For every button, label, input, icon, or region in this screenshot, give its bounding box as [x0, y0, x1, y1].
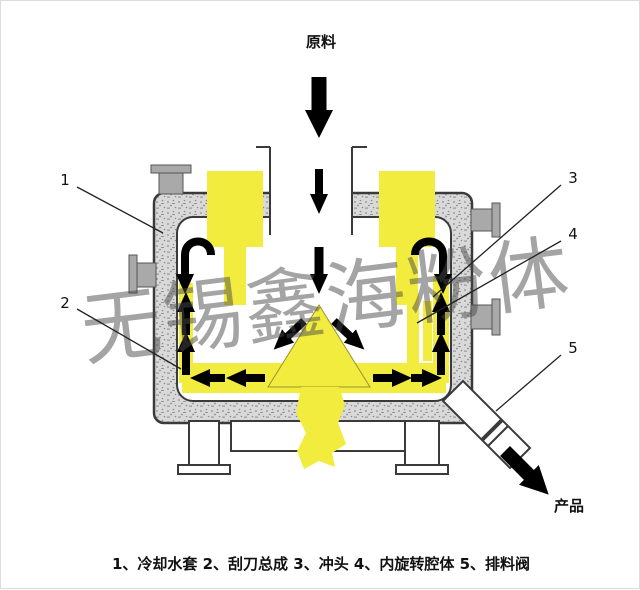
- scraper-left-block: [207, 171, 263, 247]
- diag-arrow-right: [331, 318, 365, 350]
- product-label: 产品: [554, 497, 584, 515]
- leader-4: [416, 240, 562, 324]
- callout-number-3: 3: [568, 169, 578, 187]
- support-leg-left: [188, 420, 220, 466]
- scraper-left-stem: [224, 247, 246, 305]
- feed-inlet: [256, 146, 367, 235]
- callout-number-1: 1: [60, 171, 70, 189]
- scraper-right-block: [379, 171, 435, 247]
- top-left-flange: [150, 164, 192, 174]
- support-leg-right: [404, 420, 440, 466]
- right-top-pipe: [470, 208, 493, 232]
- rotor-slat-2: [423, 301, 432, 361]
- leader-2: [76, 308, 182, 370]
- callout-leaders: [76, 184, 562, 412]
- jacket-pipes: [128, 164, 501, 336]
- callout-number-2: 2: [60, 294, 70, 312]
- leader-5: [495, 354, 562, 412]
- callout-number-4: 4: [568, 225, 578, 243]
- rotor-slat-1: [407, 293, 419, 363]
- leader-3: [432, 184, 562, 298]
- material-outflow: [296, 387, 346, 469]
- curl-arrow-right: [411, 237, 452, 294]
- flow-arrows: [176, 77, 549, 495]
- product-arrow: [500, 446, 549, 495]
- leader-1: [76, 186, 164, 234]
- diag-arrow-left: [273, 318, 307, 350]
- feed-label: 原料: [306, 33, 336, 51]
- caption-text: 1、冷却水套 2、刮刀总成 3、冲头 4、内旋转腔体 5、排料阀: [112, 555, 530, 573]
- scraper-right-stem: [396, 247, 418, 305]
- callout-number-5: 5: [568, 339, 578, 357]
- discharge-valve: [441, 379, 532, 470]
- curl-arrow-left: [176, 237, 215, 294]
